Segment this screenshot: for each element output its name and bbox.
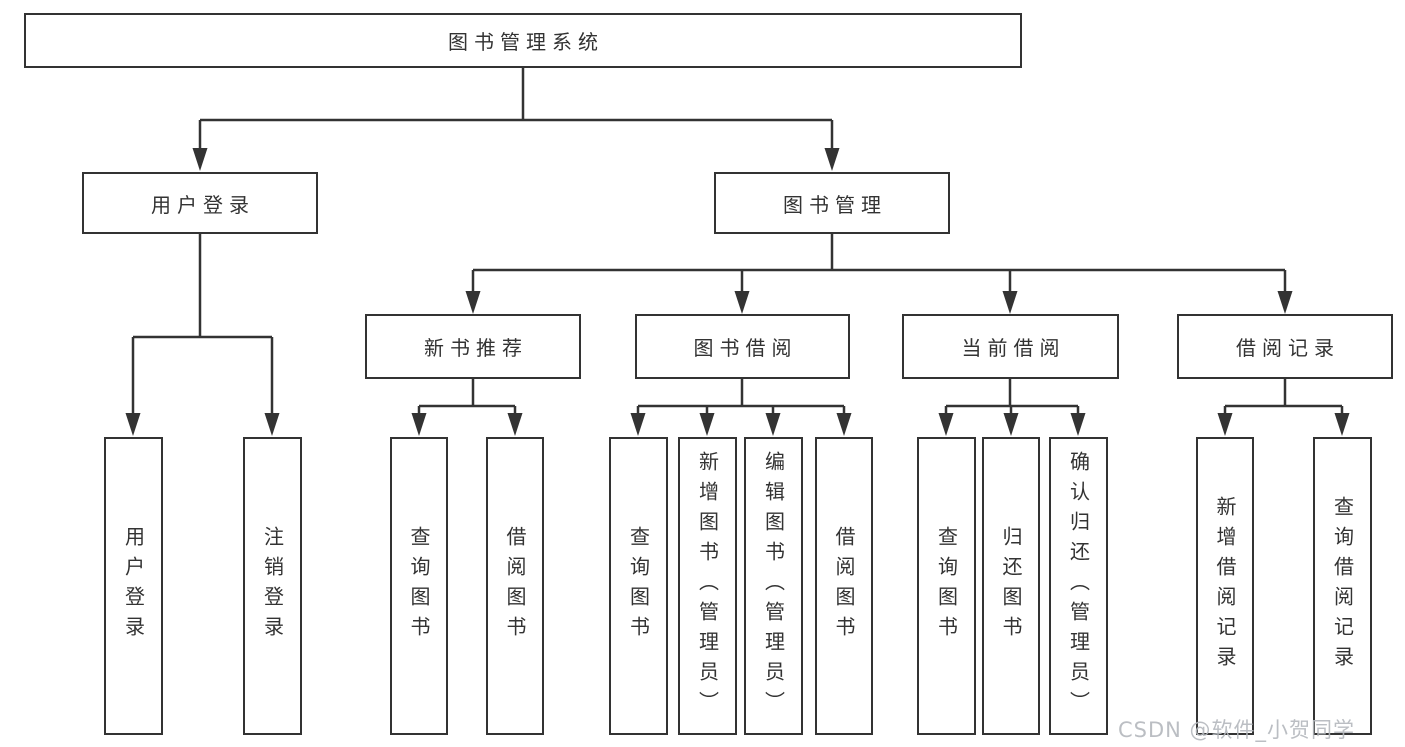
leaf-query-borrow-record: 查询借阅记录 (1313, 437, 1372, 735)
csdn-watermark: CSDN @软件_小贺同学 (1118, 718, 1356, 742)
connector-login-to-leaves (125, 234, 280, 436)
connector-root-to-level2 (192, 68, 840, 171)
leaf-query-books-borrow: 查询图书 (609, 437, 668, 735)
leaf-return-books: 归还图书 (982, 437, 1040, 735)
leaf-query-books-current-label: 查询图书 (934, 526, 959, 646)
node-current-borrow-label: 当前借阅 (961, 336, 1066, 360)
leaf-edit-books-admin: 编辑图书（管理员） (744, 437, 803, 735)
leaf-query-borrow-record-label: 查询借阅记录 (1330, 496, 1355, 676)
leaf-query-books-recommend: 查询图书 (390, 437, 448, 735)
node-current-borrow: 当前借阅 (902, 314, 1119, 379)
leaf-borrow-books-recommend: 借阅图书 (486, 437, 544, 735)
node-root-label: 图书管理系统 (448, 30, 604, 54)
leaf-logout: 注销登录 (243, 437, 302, 735)
leaf-borrow-books-recommend-label: 借阅图书 (503, 526, 527, 646)
leaf-user-login: 用户登录 (104, 437, 163, 735)
node-user-login-label: 用户登录 (151, 192, 255, 217)
leaf-query-books-borrow-label: 查询图书 (626, 526, 651, 646)
connector-currentborrow-to-leaves (938, 379, 1086, 436)
leaf-add-borrow-record: 新增借阅记录 (1196, 437, 1254, 735)
leaf-borrow-books: 借阅图书 (815, 437, 873, 735)
leaf-confirm-return-admin: 确认归还（管理员） (1049, 437, 1108, 735)
leaf-add-borrow-record-label: 新增借阅记录 (1213, 496, 1237, 676)
leaf-logout-label: 注销登录 (260, 526, 285, 646)
connector-newbook-to-leaves (411, 379, 523, 436)
node-new-book-recommend: 新书推荐 (365, 314, 581, 379)
node-book-management: 图书管理 (714, 172, 950, 234)
node-book-borrow-label: 图书借阅 (693, 336, 798, 360)
leaf-return-books-label: 归还图书 (999, 526, 1023, 646)
node-root: 图书管理系统 (24, 13, 1022, 68)
connector-records-to-leaves (1217, 379, 1350, 436)
leaf-user-login-label: 用户登录 (121, 526, 146, 646)
node-user-login: 用户登录 (82, 172, 318, 234)
node-borrow-records: 借阅记录 (1177, 314, 1393, 379)
connector-bookmgmt-to-level3 (465, 234, 1293, 314)
leaf-edit-books-admin-label: 编辑图书（管理员） (761, 451, 786, 721)
leaf-query-books-current: 查询图书 (917, 437, 976, 735)
leaf-borrow-books-label: 借阅图书 (832, 526, 856, 646)
leaf-confirm-return-admin-label: 确认归还（管理员） (1066, 451, 1091, 721)
leaf-add-books-admin-label: 新增图书（管理员） (695, 451, 720, 721)
connector-bookborrow-to-leaves (630, 379, 852, 436)
node-book-management-label: 图书管理 (783, 192, 887, 217)
node-new-book-recommend-label: 新书推荐 (424, 336, 528, 360)
leaf-query-books-recommend-label: 查询图书 (407, 526, 431, 646)
node-book-borrow: 图书借阅 (635, 314, 850, 379)
leaf-add-books-admin: 新增图书（管理员） (678, 437, 737, 735)
node-borrow-records-label: 借阅记录 (1236, 336, 1340, 360)
